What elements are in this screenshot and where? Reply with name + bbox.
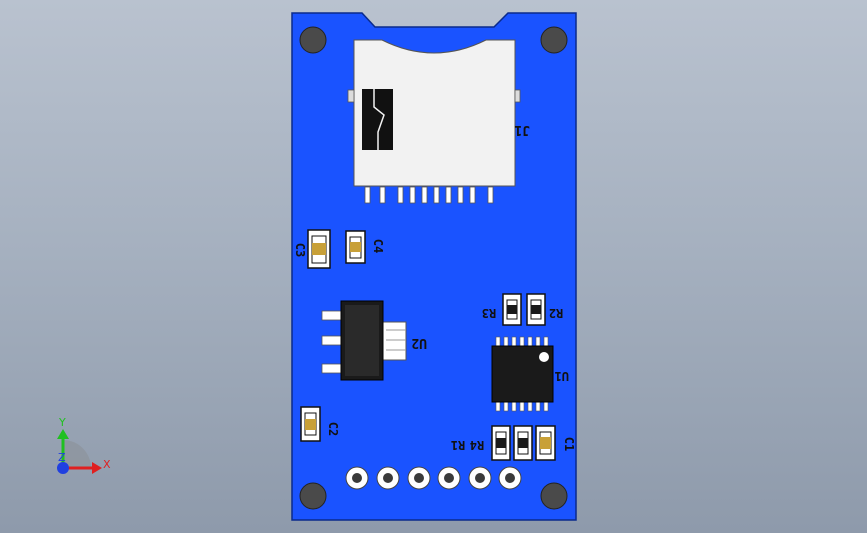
- socket-side-tab-right: [514, 89, 521, 103]
- mount-hole-bottom-left: [299, 482, 327, 510]
- capacitor-c4[interactable]: C4: [345, 230, 385, 264]
- label-r2: R2: [549, 306, 563, 320]
- label-u2: U2: [411, 335, 427, 350]
- label-c2: C2: [326, 422, 340, 436]
- r2-band: [531, 305, 541, 314]
- header-pad: [437, 466, 461, 490]
- regulator-u2[interactable]: U2: [321, 300, 427, 381]
- header-pad: [407, 466, 431, 490]
- socket-side-tab-left: [347, 89, 355, 103]
- r4-band: [496, 438, 506, 448]
- triad-arc: [63, 440, 91, 468]
- u2-pin-1: [321, 310, 343, 321]
- u1-pin1-marker: [539, 352, 549, 362]
- socket-body: [353, 39, 516, 187]
- u2-tab: [381, 321, 407, 361]
- mount-hole-bottom-right: [540, 482, 568, 510]
- header-pad: [468, 466, 492, 490]
- resistor-r4[interactable]: R4: [470, 425, 511, 461]
- r3-band: [507, 305, 517, 314]
- triad-y-arrow: [57, 429, 69, 439]
- label-c4: C4: [371, 239, 385, 253]
- label-r1: R1: [451, 438, 465, 452]
- header-pad: [376, 466, 400, 490]
- triad-y-label: Y: [58, 416, 66, 429]
- socket-switch-spring: [373, 89, 385, 150]
- u2-top: [345, 305, 379, 376]
- ic-u1[interactable]: U1: [491, 336, 569, 412]
- label-c3: C3: [293, 243, 307, 257]
- label-u1: U1: [555, 369, 569, 383]
- c3-band: [312, 243, 326, 255]
- label-r3: R3: [482, 306, 496, 320]
- u2-pin-2: [321, 335, 343, 346]
- triad-x-arrow: [92, 462, 102, 474]
- resistor-r3[interactable]: R3: [482, 293, 522, 326]
- triad-x-label: X: [103, 458, 111, 471]
- sd-card-socket[interactable]: J1: [347, 39, 530, 204]
- capacitor-c1[interactable]: C1: [535, 425, 576, 461]
- header-pads[interactable]: [345, 466, 522, 490]
- label-c1: C1: [562, 437, 576, 451]
- label-j1: J1: [514, 122, 530, 137]
- r1-band: [518, 438, 528, 448]
- socket-pins: [364, 186, 494, 204]
- capacitor-c3[interactable]: C3: [293, 229, 331, 269]
- triad-z-label: Z: [58, 451, 66, 464]
- c2-band: [305, 419, 316, 430]
- u2-pin-3: [321, 363, 343, 374]
- mount-hole-top-right: [540, 26, 568, 54]
- header-pad: [345, 466, 369, 490]
- capacitor-c2[interactable]: C2: [300, 406, 340, 442]
- resistor-r1[interactable]: R1: [451, 425, 533, 461]
- c1-band: [540, 437, 551, 449]
- axis-triad-icon[interactable]: Y X Z: [57, 416, 111, 474]
- c4-band: [350, 242, 361, 252]
- triad-origin: [57, 462, 69, 474]
- resistor-r2[interactable]: R2: [526, 293, 563, 326]
- label-r4: R4: [470, 438, 484, 452]
- mount-hole-top-left: [299, 26, 327, 54]
- header-pad: [498, 466, 522, 490]
